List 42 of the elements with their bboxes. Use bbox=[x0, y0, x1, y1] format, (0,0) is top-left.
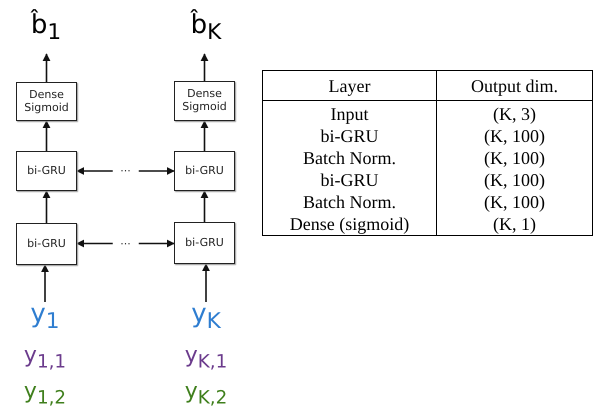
variable-label: y$_{K,2}$ bbox=[184, 381, 228, 406]
arrow bbox=[42, 190, 50, 223]
arrow bbox=[42, 120, 50, 151]
layer-box bbox=[174, 151, 235, 191]
arrow bbox=[41, 264, 49, 302]
table-cell: (K, 100) bbox=[436, 169, 592, 191]
variable-label: y$_{1,1}$ bbox=[24, 345, 66, 372]
variable-label: y$_{K,1}$ bbox=[184, 345, 228, 372]
layer-box bbox=[16, 223, 77, 265]
table-cell-text: bi-GRU bbox=[320, 125, 380, 147]
variable-label: b̂$_{1}$ bbox=[30, 11, 62, 47]
layer-box bbox=[174, 81, 235, 121]
table-cell-text: Input bbox=[330, 103, 370, 125]
arrow bbox=[200, 190, 208, 222]
layer-name: bi-GRU bbox=[185, 164, 224, 178]
table-cell-text: Batch Norm. bbox=[302, 191, 397, 213]
layer-name: bi-GRU bbox=[27, 238, 66, 250]
layer-box bbox=[16, 151, 77, 191]
table-header: Layer bbox=[263, 71, 436, 101]
layer-name: Dense Sigmoid bbox=[181, 88, 228, 114]
arrow bbox=[42, 53, 50, 82]
layer-box bbox=[16, 82, 77, 121]
arrow bbox=[202, 263, 210, 302]
variable-label: b̂$_{K}$ bbox=[190, 11, 222, 47]
layer-name: Dense Sigmoid bbox=[23, 88, 70, 114]
table-header: Output dim. bbox=[436, 71, 592, 101]
variable-label: y$_{1}$ bbox=[30, 300, 60, 336]
arrow bbox=[200, 120, 208, 151]
arrow bbox=[200, 53, 208, 81]
layer-name: bi-GRU bbox=[185, 236, 224, 250]
layer-name: bi-GRU bbox=[27, 164, 66, 178]
table-cell: (K, 100) bbox=[436, 147, 592, 169]
table-cell: (K, 100) bbox=[436, 191, 592, 213]
table-cell: (K, 100) bbox=[436, 125, 592, 147]
variable-label: y$_{1,2}$ bbox=[24, 381, 66, 406]
variable-label: y$_{K}$ bbox=[191, 300, 221, 336]
table-cell-text: Dense (sigmoid) bbox=[288, 213, 410, 235]
table-cell-text: bi-GRU bbox=[320, 169, 380, 191]
table-cell-text: Batch Norm. bbox=[302, 147, 397, 169]
table-cell: (K, 3) bbox=[436, 101, 592, 125]
table-cell: (K, 1) bbox=[436, 213, 592, 235]
layer-box bbox=[174, 222, 235, 264]
